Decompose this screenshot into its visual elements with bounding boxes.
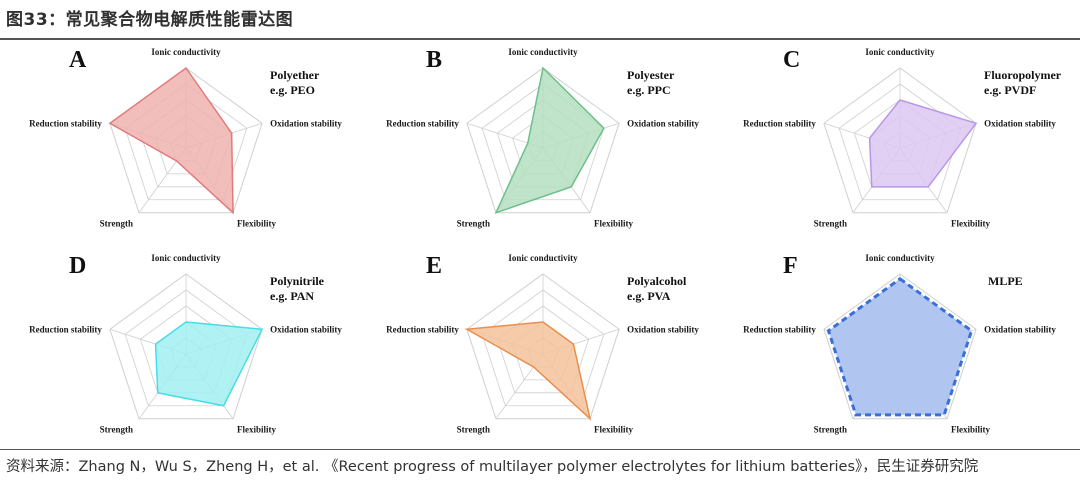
panel-letter: B — [426, 47, 442, 73]
panel-subtitle: e.g. PVA — [627, 289, 671, 303]
panel-letter: D — [69, 253, 86, 279]
axis-label: Ionic conductivity — [151, 253, 221, 263]
axis-label: Reduction stability — [29, 324, 102, 334]
axis-label: Ionic conductivity — [865, 253, 935, 263]
panel-letter: F — [783, 253, 798, 279]
axis-label: Oxidation stability — [984, 118, 1056, 128]
axis-label: Reduction stability — [29, 118, 102, 128]
panel-subtitle: e.g. PEO — [270, 83, 315, 97]
panel-subtitle: e.g. PPC — [627, 83, 671, 97]
axis-label: Oxidation stability — [270, 118, 342, 128]
axis-label: Reduction stability — [743, 324, 816, 334]
series-area — [108, 66, 234, 215]
panel-title: MLPE — [988, 274, 1023, 288]
axis-label: Reduction stability — [386, 324, 459, 334]
axis-label: Ionic conductivity — [508, 253, 578, 263]
axis-label: Flexibility — [951, 219, 990, 229]
panel-letter: A — [69, 47, 87, 73]
axis-label: Strength — [814, 425, 847, 435]
axis-label: Ionic conductivity — [151, 47, 221, 57]
panel-letter: E — [426, 253, 442, 279]
axis-label: Oxidation stability — [984, 324, 1056, 334]
series-area — [494, 66, 605, 214]
series-area — [868, 99, 978, 188]
axis-label: Strength — [814, 219, 847, 229]
axis-label: Flexibility — [594, 219, 633, 229]
axis-label: Oxidation stability — [627, 324, 699, 334]
top-rule — [0, 38, 1080, 40]
axis-label: Ionic conductivity — [508, 47, 578, 57]
axis-label: Flexibility — [951, 425, 990, 435]
panel-title: Polyester — [627, 68, 675, 82]
axis-label: Reduction stability — [386, 118, 459, 128]
axis-label: Flexibility — [237, 425, 276, 435]
axis-label: Oxidation stability — [627, 118, 699, 128]
grid-ring — [466, 67, 620, 214]
axis-label: Strength — [100, 219, 133, 229]
axis-label: Oxidation stability — [270, 324, 342, 334]
axis-label: Strength — [100, 425, 133, 435]
bottom-rule — [0, 449, 1080, 450]
axis-label: Reduction stability — [743, 118, 816, 128]
grid-ring — [109, 273, 263, 420]
grid-ring — [466, 273, 620, 420]
panel-subtitle: e.g. PAN — [270, 289, 314, 303]
panel-title: Polyalcohol — [627, 274, 687, 288]
grid-ring — [823, 67, 977, 214]
axis-label: Strength — [457, 425, 490, 435]
figure-title: 图33：常见聚合物电解质性能雷达图 — [6, 10, 294, 30]
axis-label: Ionic conductivity — [865, 47, 935, 57]
axis-label: Strength — [457, 219, 490, 229]
axis-label: Flexibility — [594, 425, 633, 435]
series-area — [464, 321, 592, 421]
panel-title: Polyether — [270, 68, 320, 82]
series-area — [154, 321, 264, 407]
source-note: 资料来源：Zhang N，Wu S，Zheng H，et al. 《Recent… — [6, 459, 979, 475]
grid-ring — [823, 273, 977, 420]
axis-label: Flexibility — [237, 219, 276, 229]
panel-letter: C — [783, 47, 800, 73]
panel-subtitle: e.g. PVDF — [984, 83, 1036, 97]
panel-title: Polynitrile — [270, 274, 325, 288]
panel-title: Fluoropolymer — [984, 68, 1062, 82]
series-area — [826, 276, 974, 417]
